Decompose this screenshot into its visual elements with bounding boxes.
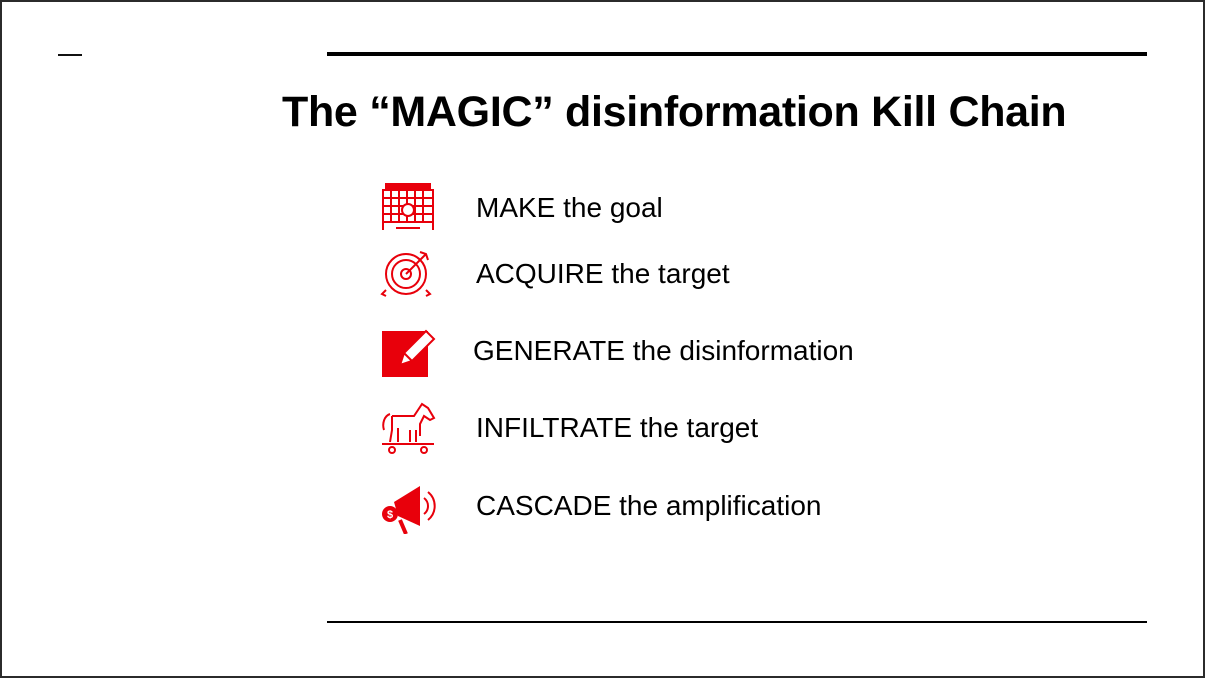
list-item-generate: GENERATE the disinformation	[380, 323, 854, 379]
svg-text:$: $	[387, 509, 393, 521]
bottom-rule	[327, 621, 1147, 623]
list-item-infiltrate: INFILTRATE the target	[380, 400, 758, 456]
item-label: MAKE the goal	[476, 192, 663, 223]
item-label: CASCADE the amplification	[476, 490, 822, 521]
slide-title: The “MAGIC” disinformation Kill Chain	[282, 88, 1067, 136]
slide-marker	[58, 54, 82, 56]
list-item-make: MAKE the goal	[380, 180, 663, 236]
item-label: INFILTRATE the target	[476, 412, 759, 443]
item-label: ACQUIRE the target	[476, 258, 730, 289]
target-icon	[380, 251, 432, 297]
list-item-cascade: $ CASCADE the amplification	[380, 478, 821, 534]
goal-net-icon	[382, 183, 434, 230]
top-rule	[327, 52, 1147, 56]
edit-pencil-icon	[382, 329, 436, 377]
list-item-acquire: ACQUIRE the target	[380, 246, 730, 302]
item-label: GENERATE the disinformation	[473, 335, 854, 366]
trojan-horse-icon	[382, 402, 436, 454]
megaphone-icon: $	[382, 486, 436, 534]
